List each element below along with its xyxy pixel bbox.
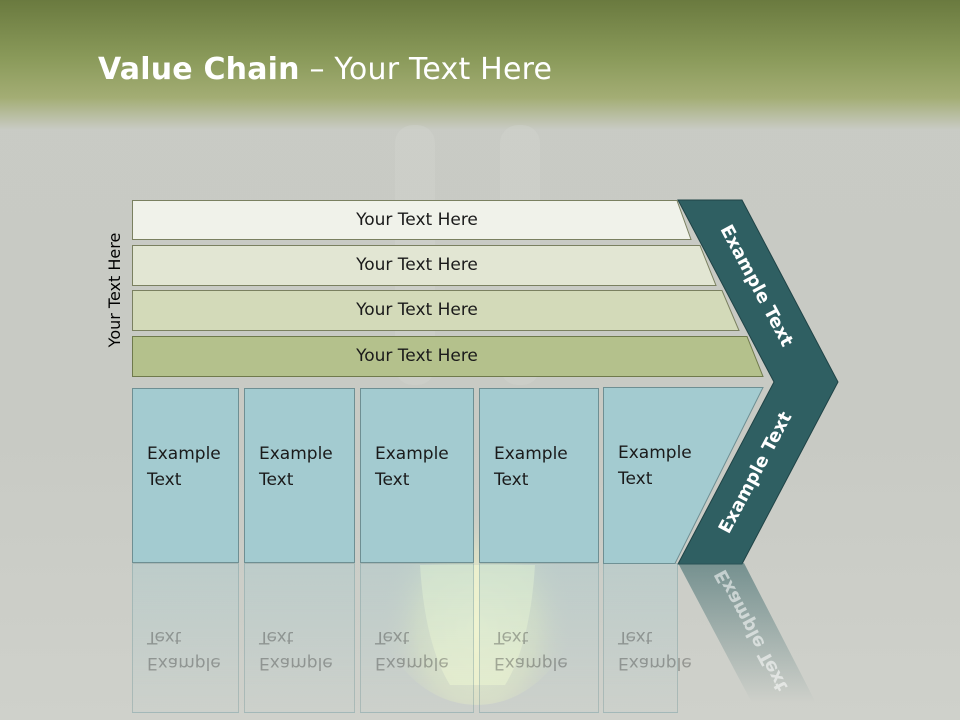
box-label: Example Text — [494, 444, 568, 490]
header-band — [0, 0, 960, 130]
reflection-area: Example Text Example Text Example Text E… — [0, 563, 960, 720]
bar-label: Your Text Here — [356, 210, 478, 230]
reflection-chevron — [678, 563, 816, 703]
bar-row-4: Your Text Here — [132, 336, 764, 377]
activity-box-5: Example Text — [603, 388, 723, 563]
title-rest: – Your Text Here — [299, 52, 553, 87]
title-bold: Value Chain — [98, 52, 300, 87]
box-label: Example Text — [147, 444, 221, 490]
reflection-box: Example Text — [132, 563, 239, 713]
box-label: Example Text — [259, 444, 333, 490]
side-label: Your Text Here — [105, 232, 124, 348]
reflection-text: Example Text — [259, 627, 333, 673]
activity-box-4: Example Text — [479, 388, 599, 563]
bar-row-2: Your Text Here — [132, 245, 717, 286]
bar-row-3: Your Text Here — [132, 290, 740, 331]
bar-row-1: Your Text Here — [132, 200, 692, 240]
reflection-box: Example Text — [479, 563, 599, 713]
reflection-text: Example Text — [147, 627, 221, 673]
reflection-box: Example Text — [244, 563, 355, 713]
bar-label: Your Text Here — [356, 255, 478, 275]
reflection-text: Example Text — [494, 627, 568, 673]
activity-box-5-shape — [603, 387, 764, 564]
box-label: Example Text — [375, 444, 449, 490]
reflection-box: Example Text — [603, 563, 692, 713]
activity-box-1: Example Text — [132, 388, 239, 563]
reflection-box: Example Text — [360, 563, 474, 713]
margin-chevron — [677, 199, 839, 565]
slide-title: Value Chain – Your Text Here — [98, 52, 552, 87]
activity-box-3: Example Text — [360, 388, 474, 563]
box-label: Example Text — [618, 443, 692, 489]
bar-label: Your Text Here — [356, 346, 478, 366]
reflection-text: Example Text — [375, 627, 449, 673]
activity-box-2: Example Text — [244, 388, 355, 563]
bar-label: Your Text Here — [356, 300, 478, 320]
